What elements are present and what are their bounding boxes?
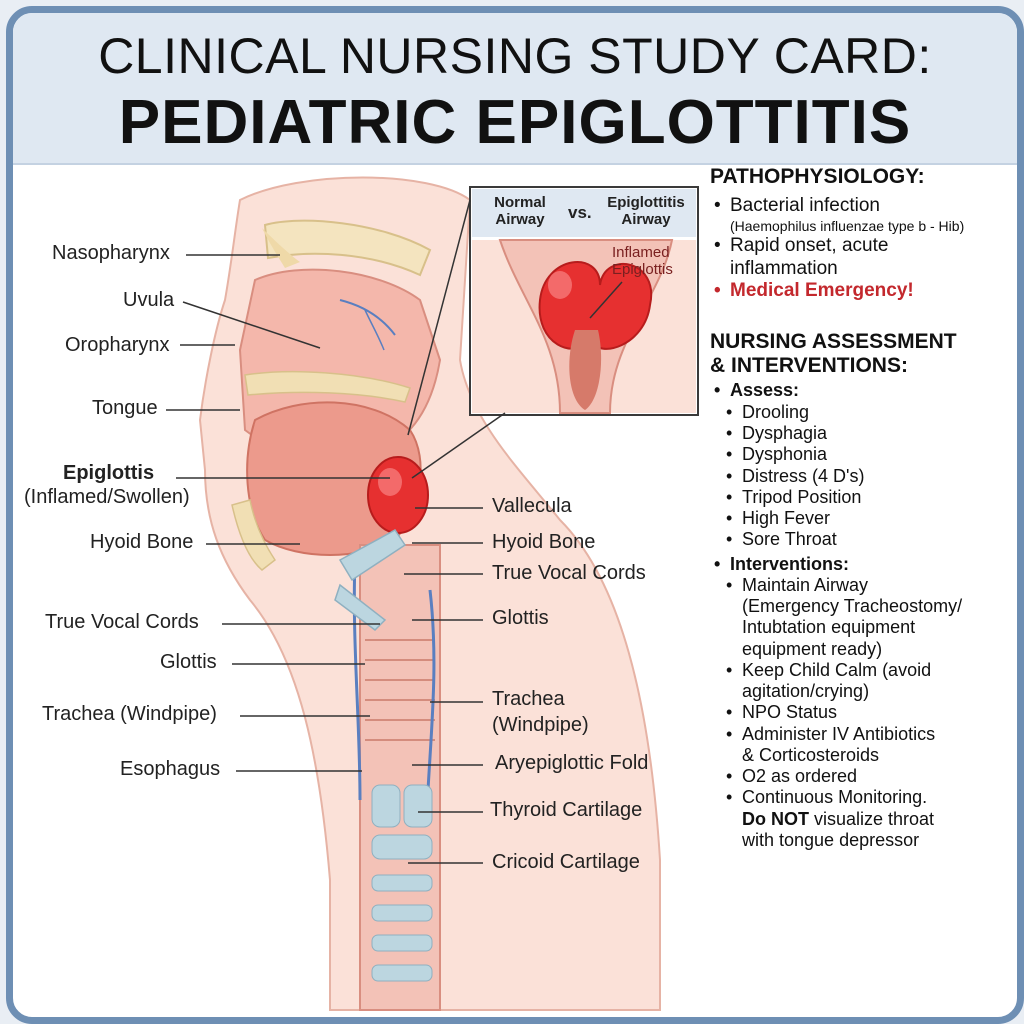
intervention-airway-line1: Maintain Airway bbox=[742, 575, 869, 595]
inset-glottis-opening bbox=[569, 330, 602, 410]
palate-vessel bbox=[339, 299, 396, 336]
label-epiglottis-note: (Inflamed/Swollen) bbox=[24, 486, 190, 508]
label-vallecula: Vallecula bbox=[492, 495, 572, 517]
nursing-heading-line2: & INTERVENTIONS: bbox=[710, 353, 908, 377]
inset-epiglottis-highlight bbox=[548, 271, 572, 299]
label-tongue: Tongue bbox=[92, 397, 158, 419]
inset-note-line1: Inflamed bbox=[612, 244, 670, 261]
intervention-monitoring-line2: visualize throat bbox=[809, 808, 935, 829]
assess-item: Tripod Position bbox=[710, 487, 990, 508]
patho-bullet-onset: Rapid onset, acute inflammation bbox=[710, 235, 990, 280]
inset-note-line2: Epiglottis bbox=[612, 261, 673, 279]
epiglottis-highlight bbox=[378, 468, 402, 496]
inset-header-bg bbox=[472, 189, 696, 237]
trachea-rings bbox=[365, 639, 435, 741]
patho-onset-line1: Rapid onset, acute bbox=[730, 235, 889, 257]
inset-epi-line2: Airway bbox=[621, 211, 671, 229]
assess-item: High Fever bbox=[710, 508, 990, 529]
thyroid-cartilage-left bbox=[371, 784, 401, 828]
interventions-heading: Interventions: bbox=[710, 553, 990, 576]
label-vocal-cords-right: True Vocal Cords bbox=[492, 562, 646, 584]
palate-vessel-branch bbox=[364, 309, 385, 351]
info-panel: PATHOPHYSIOLOGY: Bacterial infection (Ha… bbox=[710, 165, 990, 851]
intervention-calm: Keep Child Calm (avoid agitation/crying) bbox=[710, 660, 990, 702]
label-nasopharynx: Nasopharynx bbox=[52, 242, 170, 264]
lower-trachea-rings bbox=[371, 874, 433, 982]
inset-note-leader bbox=[589, 281, 623, 319]
assess-item: Dysphonia bbox=[710, 444, 990, 465]
label-glottis-left: Glottis bbox=[160, 651, 217, 673]
intervention-monitoring-line3: with tongue depressor bbox=[742, 829, 920, 850]
label-thyroid-cartilage: Thyroid Cartilage bbox=[490, 799, 643, 821]
inset-inflamed-note: Inflamed Epiglottis bbox=[612, 244, 673, 279]
inset-epiglottitis-heading: Epiglottitis Airway bbox=[598, 194, 694, 229]
patho-bullet-infection: Bacterial infection bbox=[710, 195, 990, 218]
assess-heading: Assess: bbox=[710, 379, 990, 402]
intervention-antibiotics: Administer IV Antibiotics & Corticostero… bbox=[710, 724, 990, 766]
vocal-cord-cartilage bbox=[338, 529, 407, 582]
assess-item: Distress (4 D's) bbox=[710, 466, 990, 487]
intervention-calm-line1: Keep Child Calm (avoid bbox=[742, 659, 932, 680]
patho-hib-note: (Haemophilus influenzae type b - Hib) bbox=[730, 217, 965, 234]
label-hyoid-right: Hyoid Bone bbox=[492, 531, 596, 553]
trachea-tube bbox=[359, 544, 441, 1011]
cricoid-cartilage bbox=[371, 834, 433, 860]
label-trachea-right-note: (Windpipe) bbox=[492, 714, 589, 736]
intervention-monitoring-line1: Continuous Monitoring. bbox=[742, 787, 928, 808]
inflamed-epiglottis bbox=[367, 456, 429, 534]
thyroid-cartilage-right bbox=[403, 784, 433, 828]
inset-normal-line2: Airway bbox=[495, 211, 545, 229]
label-vocal-cords-left: True Vocal Cords bbox=[45, 611, 199, 633]
trachea-vessel-left bbox=[352, 559, 362, 801]
label-epiglottis: Epiglottis bbox=[63, 462, 155, 484]
intervention-airway-line3: Intubtation equipment bbox=[742, 617, 916, 638]
inset-epi-line1: Epiglottitis bbox=[607, 194, 685, 211]
intervention-airway-line4: equipment ready) bbox=[742, 638, 883, 659]
patho-heading: PATHOPHYSIOLOGY: bbox=[710, 165, 925, 188]
nursing-heading-line1: NURSING ASSESSMENT bbox=[710, 330, 957, 354]
label-uvula: Uvula bbox=[123, 289, 175, 311]
glottis-cartilage bbox=[334, 583, 387, 631]
inset-vs: vs. bbox=[568, 203, 592, 222]
intervention-antibiotics-line1: Administer IV Antibiotics bbox=[742, 723, 936, 744]
label-trachea-left: Trachea (Windpipe) bbox=[42, 703, 217, 725]
zoom-line-lower bbox=[411, 412, 506, 479]
intervention-calm-line2: agitation/crying) bbox=[742, 681, 870, 702]
card-subtitle: PEDIATRIC EPIGLOTTITIS bbox=[118, 88, 912, 157]
zoom-line-upper bbox=[407, 199, 471, 436]
label-aryepiglottic-fold: Aryepiglottic Fold bbox=[495, 752, 649, 774]
label-esophagus: Esophagus bbox=[120, 758, 221, 780]
label-glottis-right: Glottis bbox=[492, 607, 549, 629]
nursing-heading: NURSING ASSESSMENT & INTERVENTIONS: bbox=[710, 330, 990, 377]
mandible bbox=[231, 499, 277, 571]
hard-palate bbox=[244, 370, 411, 403]
label-oropharynx: Oropharynx bbox=[65, 334, 170, 356]
inset-normal-line1: Normal bbox=[494, 194, 546, 211]
label-hyoid-left: Hyoid Bone bbox=[90, 531, 194, 553]
patho-bullet-emergency: Medical Emergency! bbox=[710, 280, 990, 303]
assess-item: Sore Throat bbox=[710, 529, 990, 550]
intervention-do-not: Do NOT bbox=[742, 808, 809, 829]
nasal-bone bbox=[262, 228, 300, 268]
intervention-npo: NPO Status bbox=[710, 702, 990, 723]
palate-bone bbox=[263, 219, 432, 277]
assess-item: Dysphagia bbox=[710, 423, 990, 444]
intervention-monitoring: Continuous Monitoring. Do NOT visualize … bbox=[710, 787, 990, 851]
inset-normal-heading: Normal Airway bbox=[480, 194, 560, 229]
assess-item: Drooling bbox=[710, 402, 990, 423]
intervention-oxygen: O2 as ordered bbox=[710, 766, 990, 787]
left-leader-lines bbox=[166, 254, 390, 772]
intervention-airway: Maintain Airway (Emergency Tracheostomy/… bbox=[710, 575, 990, 660]
label-trachea-right: Trachea bbox=[492, 688, 565, 710]
header-banner: CLINICAL NURSING STUDY CARD: PEDIATRIC E… bbox=[13, 13, 1017, 165]
right-leader-lines bbox=[404, 507, 483, 864]
label-cricoid-cartilage: Cricoid Cartilage bbox=[492, 851, 640, 873]
patho-onset-line2: inflammation bbox=[730, 257, 838, 279]
intervention-airway-line2: (Emergency Tracheostomy/ bbox=[742, 596, 963, 617]
card-title: CLINICAL NURSING STUDY CARD: bbox=[98, 28, 932, 84]
intervention-antibiotics-line2: & Corticosteroids bbox=[742, 744, 880, 765]
